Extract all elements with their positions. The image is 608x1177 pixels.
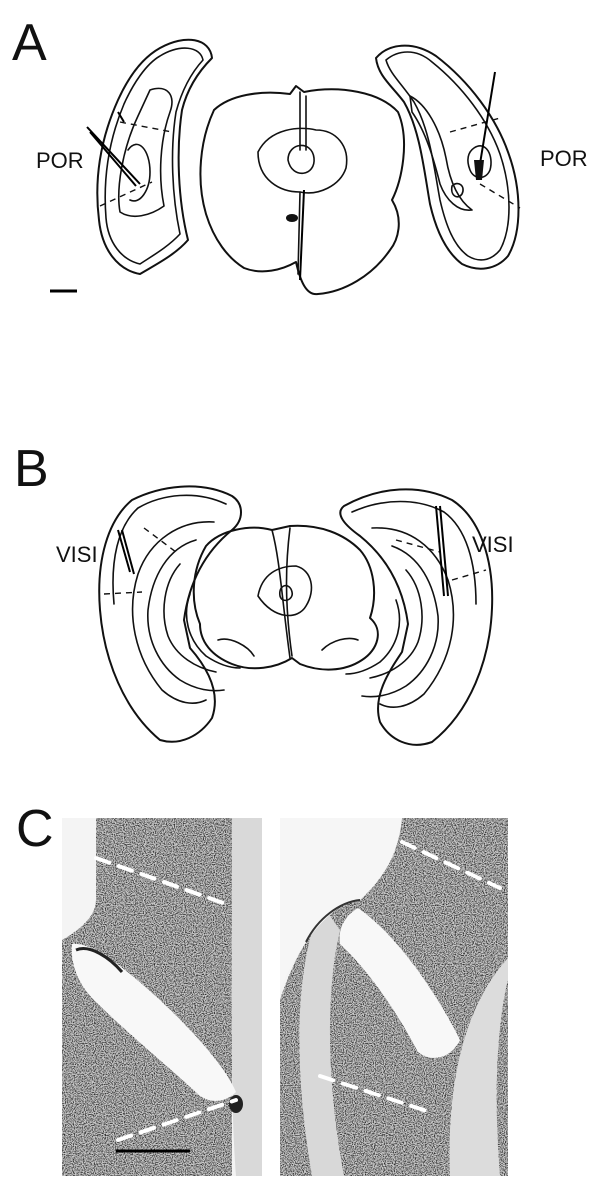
panel-a-letter: A bbox=[12, 14, 47, 72]
panel-b-left-section bbox=[99, 486, 241, 741]
panel-b-right-section bbox=[340, 489, 492, 744]
panel-c-letter: C bbox=[16, 800, 54, 858]
panel-b-label-right: VISI bbox=[472, 532, 514, 557]
panel-a-center-section bbox=[200, 86, 404, 294]
panel-b-center-section bbox=[194, 526, 378, 670]
panel-b: B VISI bbox=[14, 440, 514, 745]
panel-a: A POR bbox=[12, 14, 588, 294]
panel-b-letter: B bbox=[14, 440, 49, 498]
panel-c: C bbox=[16, 800, 508, 1176]
micrograph-right bbox=[280, 818, 508, 1176]
panel-a-label-left: POR bbox=[36, 148, 84, 173]
panel-a-left-section bbox=[87, 40, 212, 274]
panel-b-label-left: VISI bbox=[56, 542, 98, 567]
panel-a-label-right: POR bbox=[540, 146, 588, 171]
micrograph-left bbox=[62, 818, 262, 1176]
